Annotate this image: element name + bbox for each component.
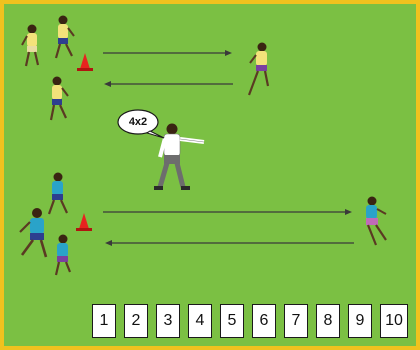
number-card: 4	[188, 304, 212, 338]
number-card: 1	[92, 304, 116, 338]
number-card: 5	[220, 304, 244, 338]
number-card: 10	[380, 304, 408, 338]
callout-text: 4x2	[118, 112, 158, 132]
number-card: 7	[284, 304, 308, 338]
number-card: 6	[252, 304, 276, 338]
number-card: 2	[124, 304, 148, 338]
number-card: 9	[348, 304, 372, 338]
number-card: 8	[316, 304, 340, 338]
number-card: 3	[156, 304, 180, 338]
